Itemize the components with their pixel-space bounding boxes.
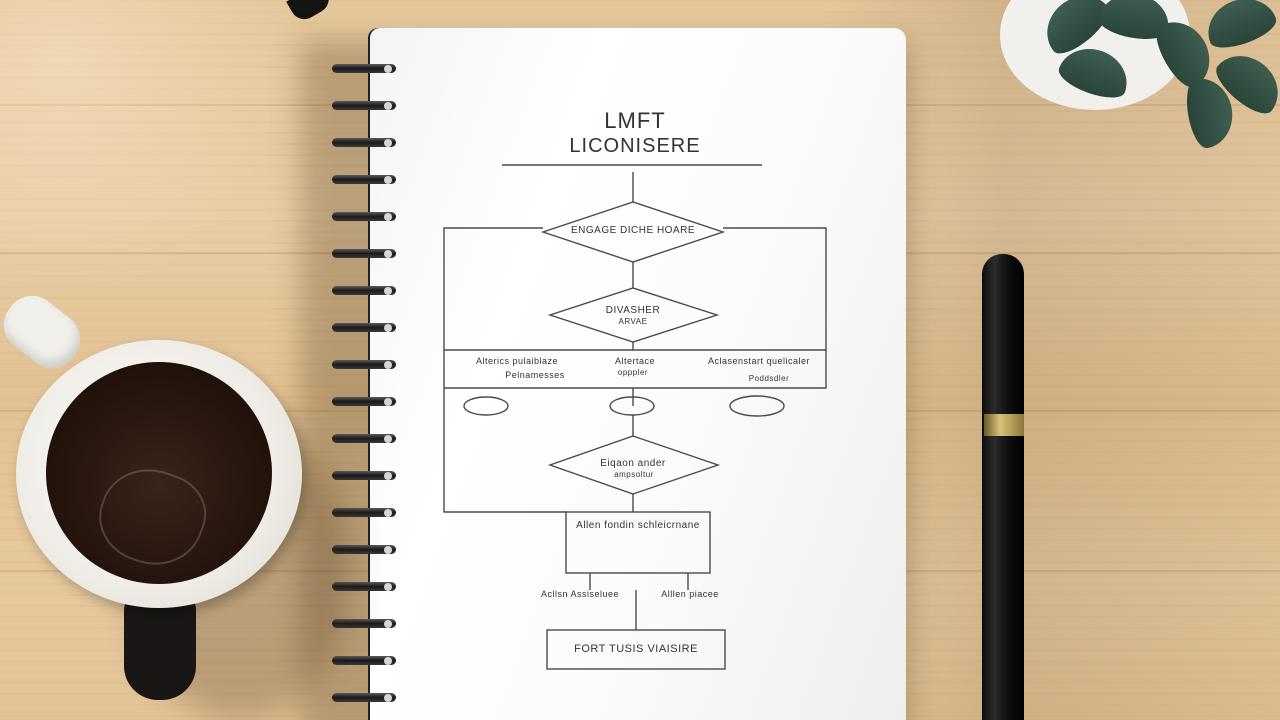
loop-right-line xyxy=(444,227,827,389)
notebook-page xyxy=(368,28,906,720)
spiral-coil xyxy=(332,397,396,406)
branch-right-label: Alllen piacee xyxy=(661,589,719,599)
spiral-coil xyxy=(332,508,396,517)
binding-hole xyxy=(384,250,392,258)
process-box-label: Allen fondin schleicrnane xyxy=(576,520,700,531)
binding-hole xyxy=(384,694,392,702)
band-right-sublabel: Poddsdler xyxy=(748,374,790,383)
binding-hole xyxy=(384,657,392,665)
terminal-oval-mid xyxy=(609,396,655,416)
diamond-3-sublabel: ampsoltur xyxy=(614,470,654,479)
binding-hole xyxy=(384,139,392,147)
binding-hole xyxy=(384,509,392,517)
band-mid-sublabel: opppler xyxy=(617,368,649,377)
mug-handle-shadow xyxy=(124,590,196,700)
binding-hole xyxy=(384,435,392,443)
coffee-surface xyxy=(46,362,272,584)
spiral-coil xyxy=(332,138,396,147)
spiral-coil xyxy=(332,175,396,184)
band-mid-label: Altertace xyxy=(614,356,656,366)
binding-hole xyxy=(384,472,392,480)
end-box xyxy=(546,629,726,670)
spiral-coil xyxy=(332,360,396,369)
spiral-coil xyxy=(332,212,396,221)
binding-hole xyxy=(384,546,392,554)
binding-hole xyxy=(384,398,392,406)
terminal-oval-right xyxy=(729,395,785,417)
binding-hole xyxy=(384,620,392,628)
band-left-label: Alterics pulaiblaze xyxy=(475,356,559,366)
branch-left-label: Acllsn Assiseluee xyxy=(540,589,620,599)
diamond-1-label: ENGAGE DICHE HOARE xyxy=(570,225,696,236)
band-right-label: Aclasenstart quelicaler xyxy=(707,356,811,366)
spiral-coil xyxy=(332,249,396,258)
spiral-coil xyxy=(332,545,396,554)
band-left-sublabel: Pelnamesses xyxy=(505,370,565,380)
pen-icon xyxy=(982,254,1024,720)
spiral-coil xyxy=(332,286,396,295)
binding-hole xyxy=(384,102,392,110)
binding-hole xyxy=(384,324,392,332)
spiral-coil xyxy=(332,434,396,443)
process-box xyxy=(565,511,711,574)
diamond-2-sublabel: ARVAE xyxy=(618,317,648,326)
spiral-coil xyxy=(332,582,396,591)
notebook-title-line-2: LICONISERE xyxy=(569,135,701,157)
diamond-3-label: Eiqaon ander xyxy=(600,458,666,469)
binding-hole xyxy=(384,287,392,295)
spiral-coil xyxy=(332,64,396,73)
binding-hole xyxy=(384,213,392,221)
binding-hole xyxy=(384,583,392,591)
diamond-2-label: DIVASHER xyxy=(605,305,661,316)
spiral-coil xyxy=(332,656,396,665)
spiral-coil xyxy=(332,471,396,480)
spiral-coil xyxy=(332,101,396,110)
pen-gold-band xyxy=(984,414,1024,436)
binding-hole xyxy=(384,176,392,184)
binding-hole xyxy=(384,361,392,369)
spiral-coil xyxy=(332,323,396,332)
sunlight-glow xyxy=(0,0,300,300)
binding-hole xyxy=(384,65,392,73)
spiral-coil xyxy=(332,693,396,702)
notebook-title-line-1: LMFT xyxy=(604,108,666,133)
spiral-coil xyxy=(332,619,396,628)
end-box-label: FORT TUSIS VIAISIRE xyxy=(574,643,698,655)
terminal-oval-left xyxy=(463,396,509,416)
loop-left-line xyxy=(443,227,566,513)
